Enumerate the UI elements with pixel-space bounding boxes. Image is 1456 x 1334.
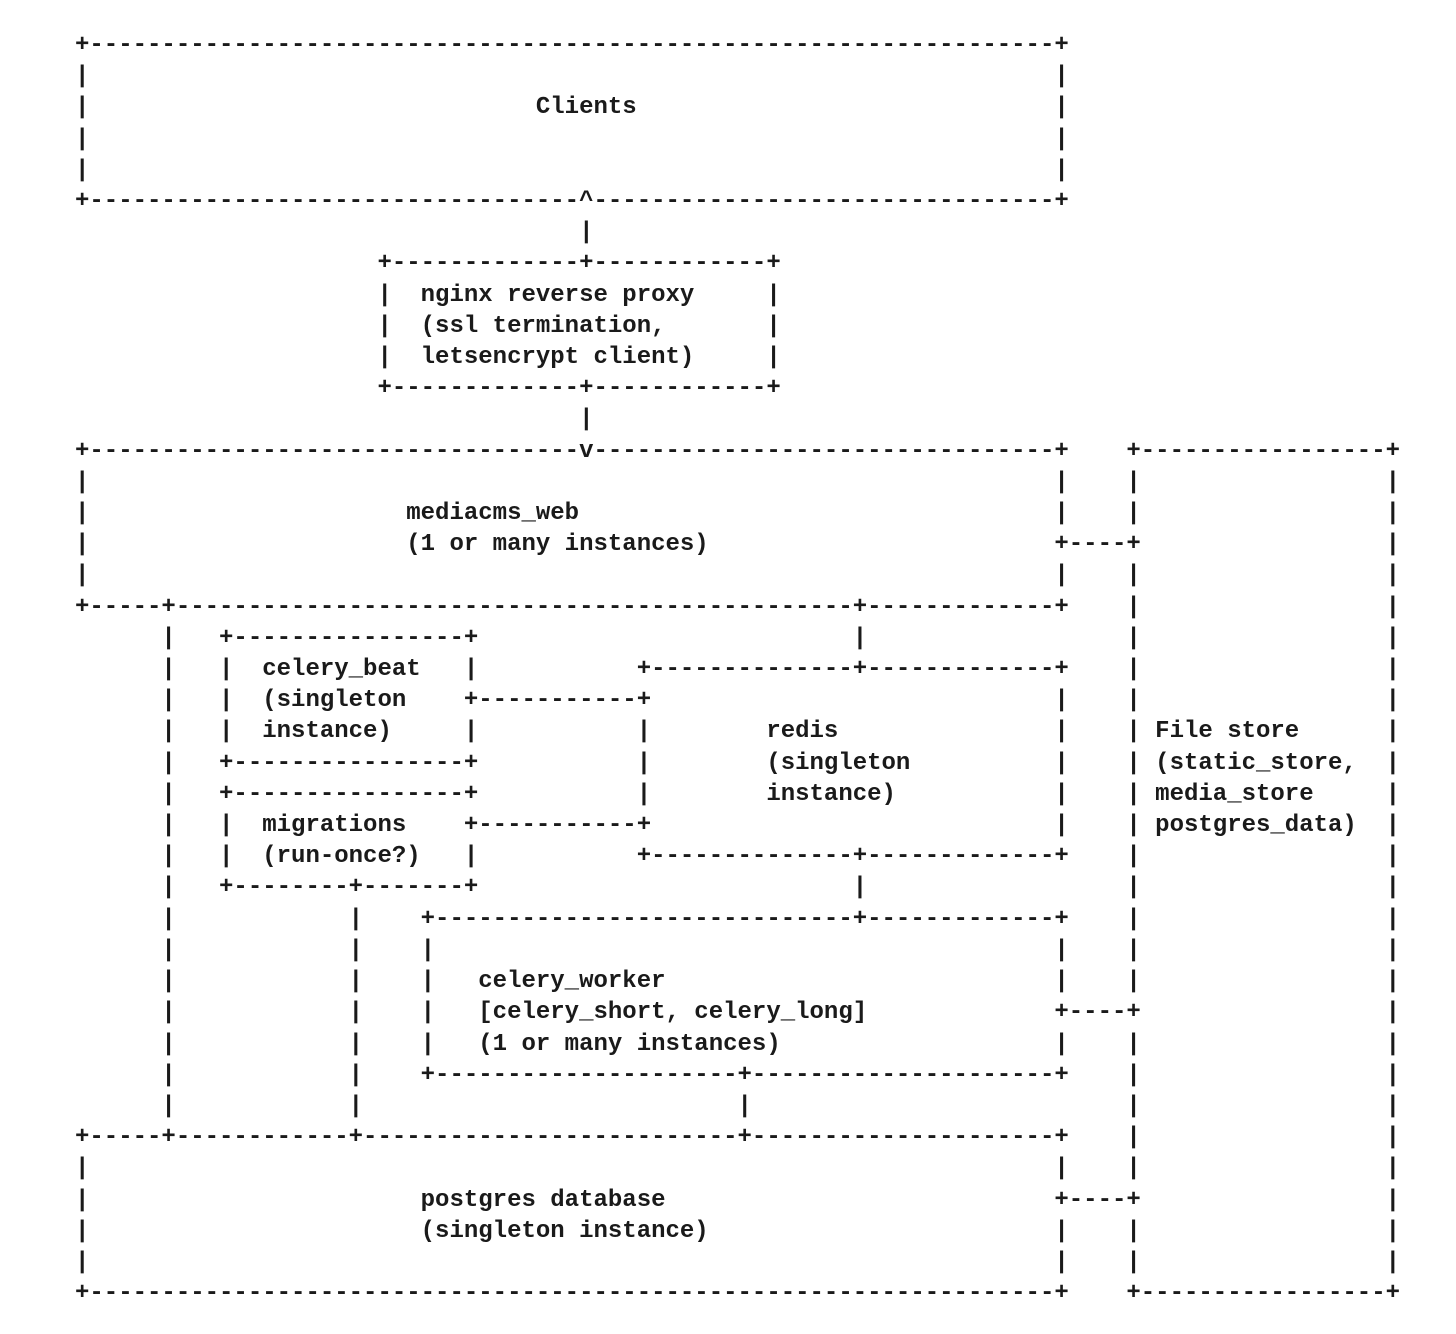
ascii-architecture-diagram: +---------------------------------------…: [75, 32, 1401, 1308]
diagram-canvas: +---------------------------------------…: [75, 32, 1401, 1308]
